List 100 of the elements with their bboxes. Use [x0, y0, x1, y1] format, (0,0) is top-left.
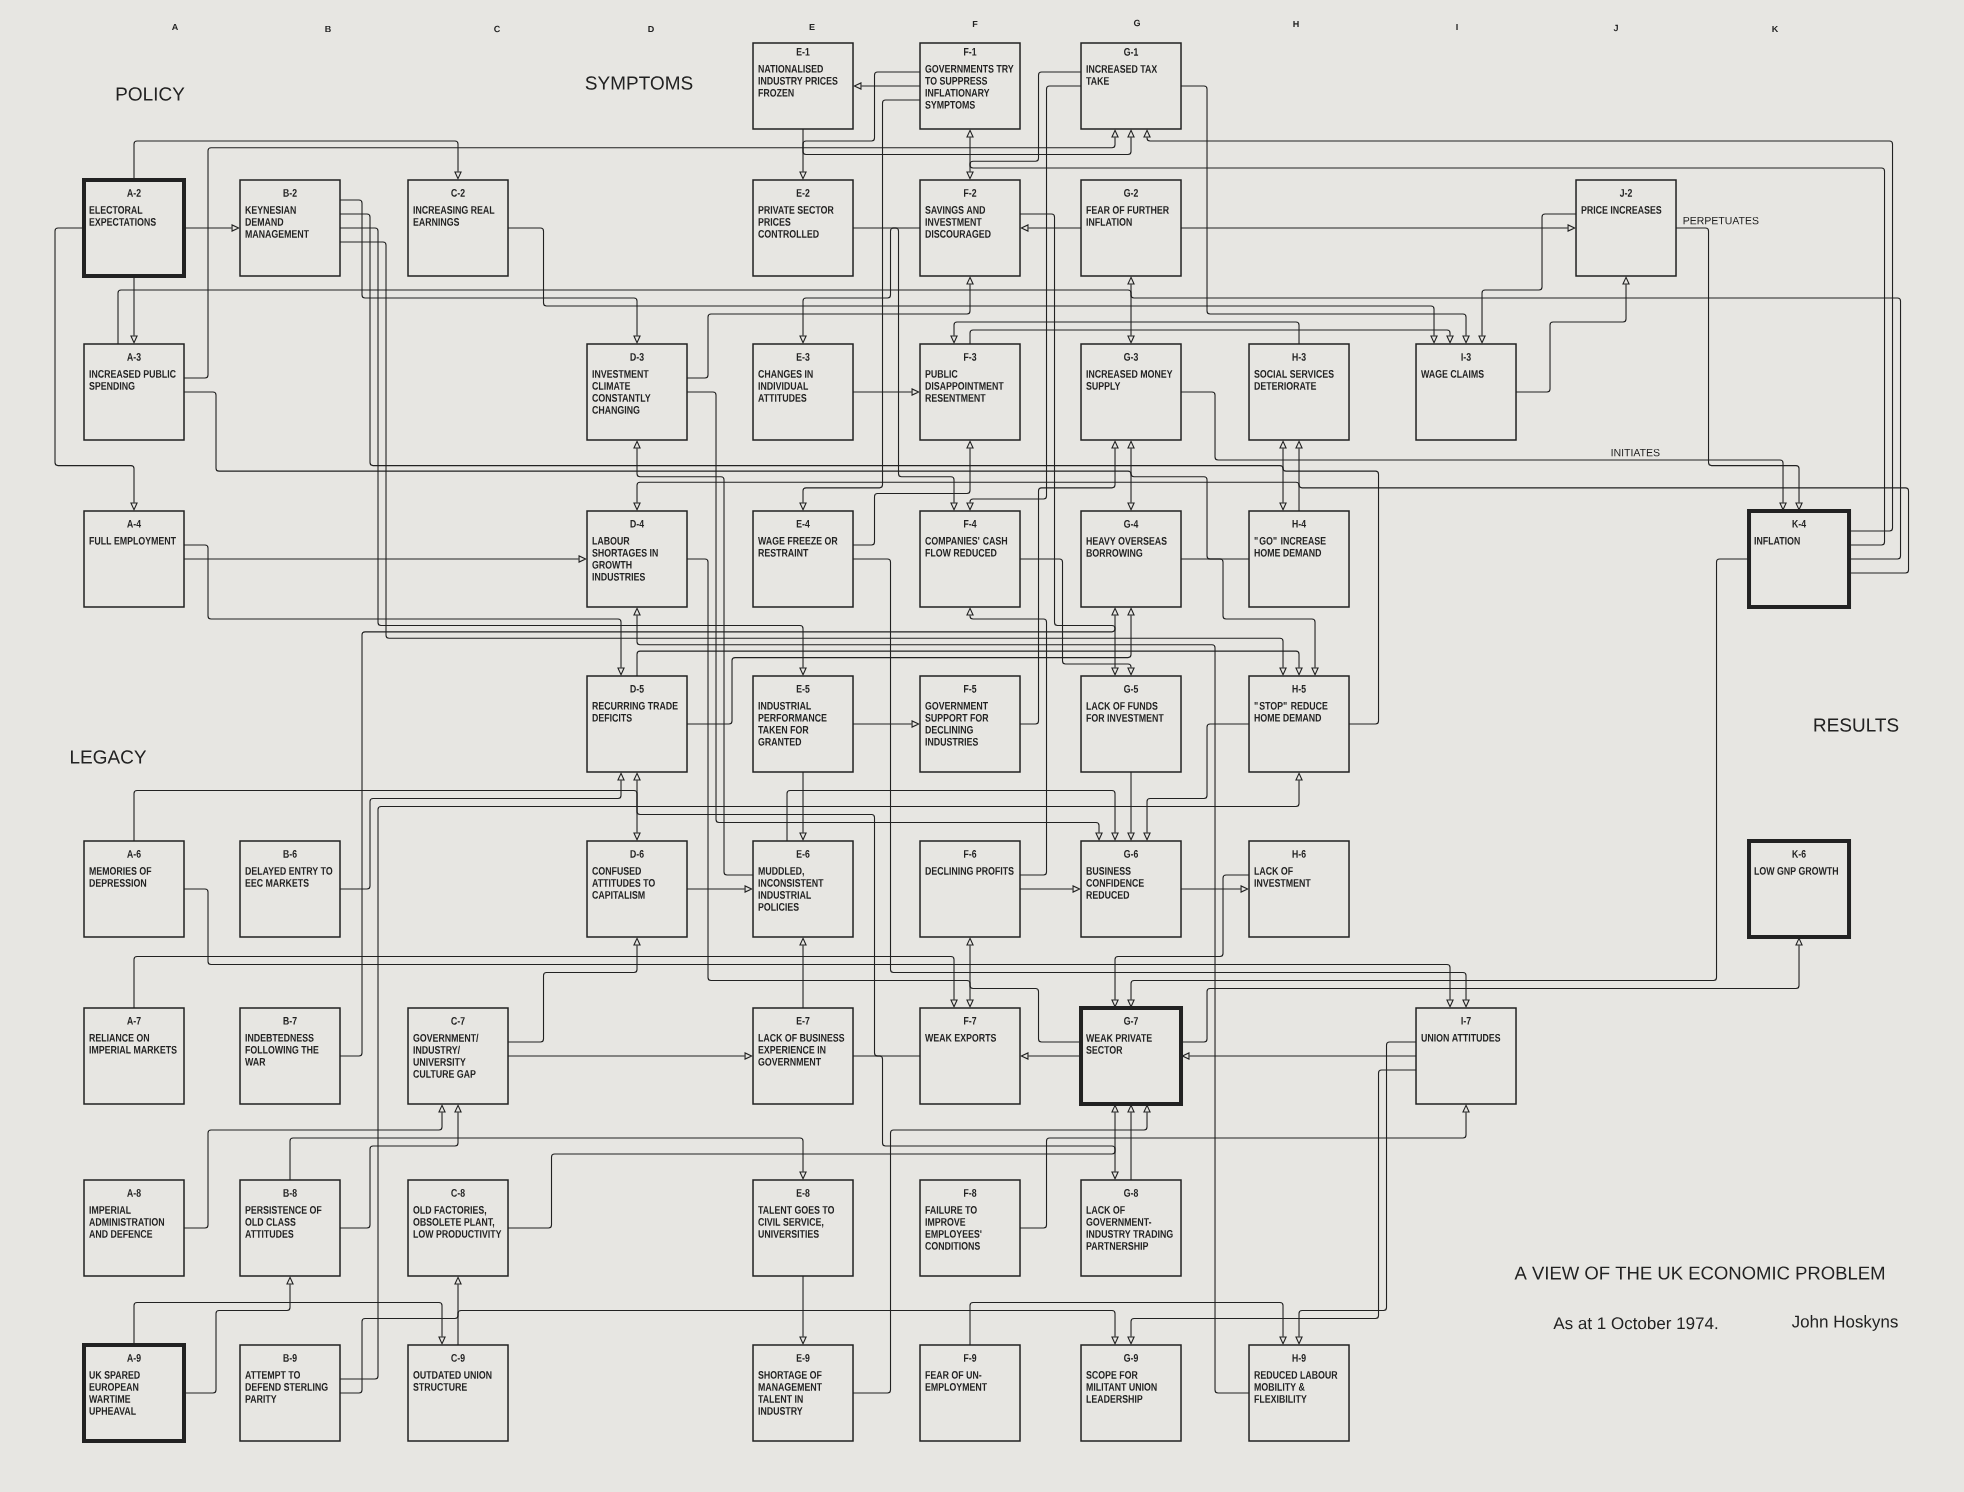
node-box: C-9 OUTDATED UNION STRUCTURE — [407, 1344, 509, 1442]
node-box: G-8 LACK OF GOVERNMENT- INDUSTRY TRADING PARTNERSHIP — [1080, 1179, 1182, 1277]
arrow — [507, 227, 1438, 344]
node-box: B-8 PERSISTENCE OF OLD CLASS ATTITUDES — [239, 1179, 341, 1277]
arrow — [799, 771, 807, 841]
column-letter: G — [1133, 19, 1140, 27]
arrow — [853, 82, 921, 90]
node-box: E-3 CHANGES IN INDIVIDUAL ATTITUDES — [752, 343, 854, 441]
arrow — [339, 772, 1303, 1380]
arrow — [507, 1104, 1119, 1229]
arrow — [1295, 1041, 1417, 1345]
arrow — [686, 391, 1103, 841]
node-box: B-6 DELAYED ENTRY TO EEC MARKETS — [239, 840, 341, 938]
arrow — [852, 440, 974, 546]
arrow — [1143, 723, 1250, 841]
node-box: G-2 FEAR OF FURTHER INFLATION — [1080, 179, 1182, 277]
arrow — [339, 227, 807, 676]
arrow — [1127, 558, 1750, 1008]
arrow — [1515, 276, 1630, 393]
arrow — [457, 1309, 1119, 1346]
arrow — [966, 129, 1886, 546]
arrow — [786, 789, 1119, 842]
node-box: E-1 NATIONALISED INDUSTRY PRICES FROZEN — [752, 42, 854, 130]
arrow — [852, 720, 920, 728]
date-note: As at 1 October 1974. — [1553, 1316, 1718, 1330]
node-box: E-2 PRIVATE SECTOR PRICES CONTROLLED — [752, 179, 854, 277]
node-box: F-6 DECLINING PROFITS — [919, 840, 1021, 938]
arrow — [133, 789, 641, 842]
arrow — [852, 558, 1470, 1008]
node-box: K-6 LOW GNP GROWTH — [1747, 839, 1851, 939]
arrow — [1675, 227, 1803, 511]
arrow — [969, 1301, 1287, 1346]
node-box: C-7 GOVERNMENT/ INDUSTRY/ UNIVERSITY CULTURE GAP — [407, 1007, 509, 1105]
node-box: I-7 UNION ATTITUDES — [1415, 1007, 1517, 1105]
column-letter: C — [494, 25, 500, 33]
arrow — [339, 607, 1119, 1057]
arrow — [339, 213, 1287, 511]
node-box: G-9 SCOPE FOR MILITANT UNION LEADERSHIP — [1080, 1344, 1182, 1442]
node-box: B-2 KEYNESIAN DEMAND MANAGEMENT — [239, 179, 341, 277]
arrow — [1019, 213, 1119, 676]
arrow — [1180, 885, 1249, 893]
arrow — [852, 227, 958, 511]
arrow — [799, 1275, 807, 1345]
node-box: F-9 FEAR OF UN- EMPLOYMENT — [919, 1344, 1021, 1442]
arrow — [966, 85, 1082, 511]
arrow — [117, 289, 1135, 345]
arrow — [950, 321, 1300, 345]
arrow — [1019, 1104, 1470, 1229]
arrow — [1127, 771, 1135, 841]
node-box: E-8 TALENT GOES TO CIVIL SERVICE, UNIVERSITIES — [752, 1179, 854, 1277]
arrow — [1279, 440, 1380, 725]
arrow — [1019, 558, 1135, 676]
arrow — [1019, 440, 1119, 725]
node-box: H-3 SOCIAL SERVICES DETERIORATE — [1248, 343, 1350, 441]
node-box: D-4 LABOUR SHORTAGES IN GROWTH INDUSTRIES — [586, 510, 688, 608]
column-letter: H — [1293, 20, 1299, 28]
column-letter: D — [648, 25, 654, 33]
arrow — [1181, 1052, 1417, 1060]
node-box: K-4 INFLATION — [1747, 509, 1851, 609]
arrow — [1020, 1052, 1082, 1060]
arrow — [1295, 440, 1910, 574]
node-box: G-5 LACK OF FUNDS FOR INVESTMENT — [1080, 675, 1182, 773]
node-box: H-5 "STOP" REDUCE HOME DEMAND — [1248, 675, 1350, 773]
node-box: A-7 RELIANCE ON IMPERIAL MARKETS — [83, 1007, 185, 1105]
arrow — [636, 650, 1303, 677]
arrow — [633, 607, 1250, 1394]
node-box: C-2 INCREASING REAL EARNINGS — [407, 179, 509, 277]
node-box: E-6 MUDDLED, INCONSISTENT INDUSTRIAL POLICIES — [752, 840, 854, 938]
arrow — [1180, 391, 1787, 511]
node-box: D-6 CONFUSED ATTITUDES TO CAPITALISM — [586, 840, 688, 938]
arrow — [799, 937, 807, 1009]
arrow — [1019, 885, 1081, 893]
arrow — [966, 937, 1082, 1043]
node-box: D-5 RECURRING TRADE DEFICITS — [586, 675, 688, 773]
arrow — [1111, 874, 1250, 1008]
arrow — [339, 772, 625, 890]
arrow — [633, 440, 754, 876]
arrow — [802, 128, 1135, 156]
node-box: I-3 WAGE CLAIMS — [1415, 343, 1517, 441]
arrow — [966, 71, 1082, 180]
node-box: F-7 WEAK EXPORTS — [919, 1007, 1021, 1105]
arrow — [686, 558, 974, 1008]
arrow — [133, 140, 462, 181]
arrow — [289, 1137, 807, 1181]
column-letter: K — [1772, 25, 1779, 33]
node-box: F-8 FAILURE TO IMPROVE EMPLOYEES' CONDITIONS — [919, 1179, 1021, 1277]
node-box: F-4 COMPANIES' CASH FLOW REDUCED — [919, 510, 1021, 608]
arrow — [686, 276, 974, 379]
arrow — [507, 937, 641, 1043]
arrow — [183, 1276, 294, 1394]
node-box: G-6 BUSINESS CONFIDENCE REDUCED — [1080, 840, 1182, 938]
arrow — [1478, 213, 1577, 344]
arrow — [686, 607, 1135, 725]
section-heading: POLICY — [116, 87, 185, 101]
arrow — [852, 1055, 1119, 1180]
arrow — [183, 129, 1119, 379]
arrow — [799, 99, 921, 511]
node-box: C-8 OLD FACTORIES, OBSOLETE PLANT, LOW PRODUCTIVITY — [407, 1179, 509, 1277]
node-box: F-3 PUBLIC DISAPPOINTMENT RESENTMENT — [919, 343, 1021, 441]
node-box: H-4 "GO" INCREASE HOME DEMAND — [1248, 510, 1350, 608]
